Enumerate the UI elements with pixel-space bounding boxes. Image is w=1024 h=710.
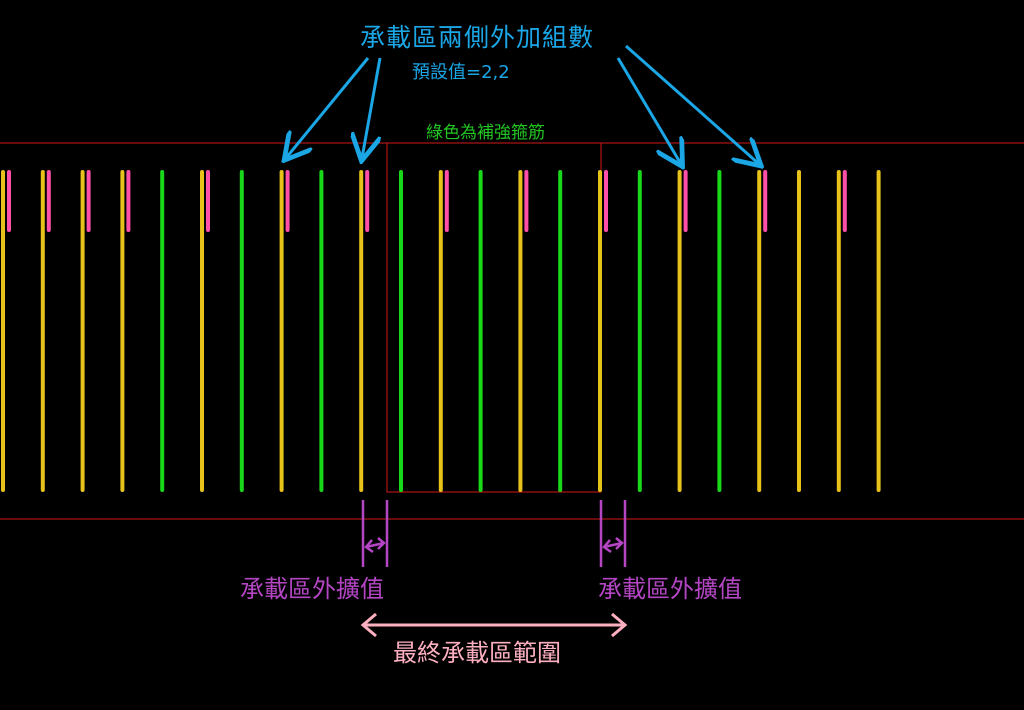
annotation-default-value: 預設值=2,2 xyxy=(412,62,510,83)
bearing-zone-rect xyxy=(386,142,602,493)
arrow-right-inner xyxy=(616,57,681,164)
extension-label-right: 承載區外擴值 xyxy=(598,575,742,603)
beam-outline xyxy=(0,142,1024,520)
extension-label-left: 承載區外擴值 xyxy=(240,575,384,603)
arrow-left-inner xyxy=(362,57,382,158)
green-stirrup-note: 綠色為補強箍筋 xyxy=(426,123,545,143)
bearing-zone-box xyxy=(386,142,602,493)
arrow-right-outer xyxy=(625,44,759,164)
stirrup-group xyxy=(1,170,881,492)
blue-annotation-arrows xyxy=(286,44,759,164)
final-range-label: 最終承載區範圍 xyxy=(393,639,561,667)
final-range-arrow xyxy=(360,612,628,638)
extension-mark-left xyxy=(361,500,389,567)
arrow-left-outer xyxy=(286,57,370,158)
extension-mark-right xyxy=(599,500,627,567)
annotation-title: 承載區兩側外加組數 xyxy=(360,23,595,52)
